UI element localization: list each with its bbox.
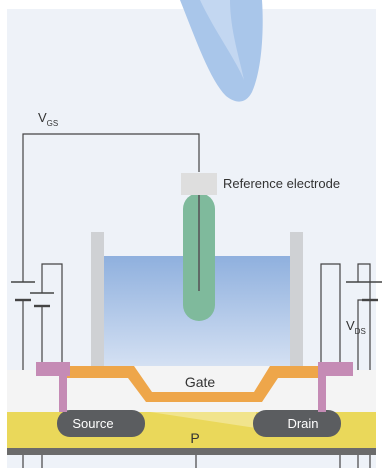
glove-icon bbox=[180, 0, 263, 102]
beaker-wall-left bbox=[91, 232, 104, 370]
source-region bbox=[57, 410, 145, 437]
vgs-wire bbox=[22, 133, 200, 282]
drain-label: Drain bbox=[287, 416, 318, 431]
source-wire bbox=[41, 263, 63, 362]
glove-highlight bbox=[200, 0, 244, 80]
vds-wire bbox=[357, 263, 371, 468]
source-contact-cap bbox=[36, 362, 70, 376]
gate-label: Gate bbox=[185, 374, 216, 390]
source-contact-post bbox=[59, 376, 67, 412]
battery-symbols bbox=[11, 281, 382, 308]
vgs-subscript: GS bbox=[47, 119, 59, 128]
gate-layer bbox=[62, 366, 321, 402]
device-base bbox=[7, 448, 376, 455]
substrate-shading bbox=[150, 412, 256, 428]
vds-subscript: DS bbox=[355, 327, 366, 336]
reference-electrode-label: Reference electrode bbox=[223, 176, 340, 191]
vgs-label: VGS bbox=[38, 110, 58, 128]
vds-label: VDS bbox=[346, 318, 366, 336]
beaker-wall-right bbox=[290, 232, 303, 370]
reference-electrode-cap bbox=[181, 173, 217, 195]
substrate-label: P bbox=[190, 430, 199, 446]
drain-contact-cap bbox=[318, 362, 353, 376]
drain-contact-post bbox=[318, 376, 326, 412]
drain-region bbox=[253, 410, 341, 437]
source-label: Source bbox=[72, 416, 113, 431]
